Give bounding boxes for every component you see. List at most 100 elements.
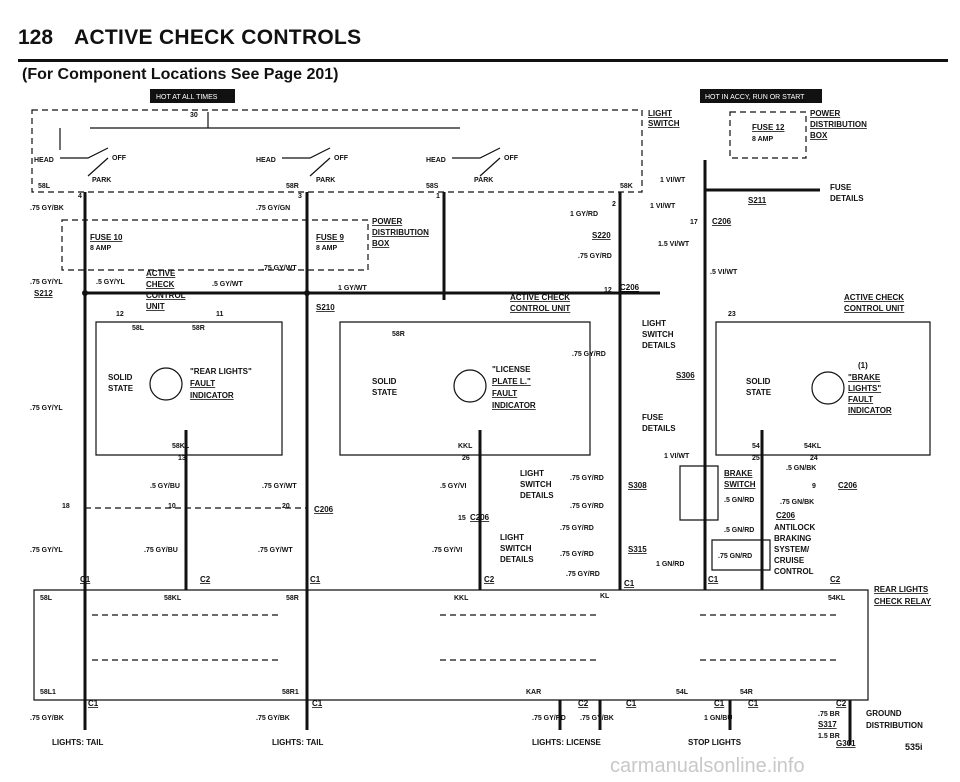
off-label-1: OFF — [112, 155, 127, 162]
ground-dist-2: DISTRIBUTION — [866, 721, 923, 730]
page-header: 128 ACTIVE CHECK CONTROLS (For Component… — [18, 20, 948, 90]
ls-mid-2: SWITCH — [520, 480, 552, 489]
term-12b: 12 — [604, 287, 612, 294]
power-box-2: DISTRIBUTION — [372, 228, 429, 237]
conn-c1-b: C1 — [310, 575, 321, 584]
term-25: 25 — [752, 455, 760, 462]
park-label-3: PARK — [474, 177, 493, 184]
ground-dist-1: GROUND — [866, 709, 902, 718]
wire-label-75gyyl: .75 GY/YL — [30, 279, 63, 286]
relay-internal — [92, 614, 840, 661]
abs-5: CONTROL — [774, 567, 814, 576]
acu-right-box — [715, 321, 931, 456]
term-24: 24 — [810, 455, 818, 462]
wire-label-75gybk: .75 GY/BK — [30, 205, 64, 212]
wire-label-1gyrd: 1 GY/RD — [570, 211, 598, 218]
splice-s220: S220 — [592, 231, 611, 240]
hot-in-accy-label: HOT IN ACCY, RUN OR START — [705, 94, 805, 101]
bottom-license: LIGHTS: LICENSE — [532, 738, 602, 747]
fuse-details-1: FUSE — [830, 183, 852, 192]
term-58s: 58S — [426, 183, 439, 190]
acu-mid-1: ACTIVE CHECK — [510, 293, 570, 302]
brake-3: FAULT — [848, 395, 873, 404]
conn-c2-b: C2 — [484, 575, 495, 584]
relay-58l1: 58L1 — [40, 689, 56, 696]
power-dist-box-right — [729, 111, 807, 159]
acu-mid-solid: SOLID — [372, 377, 397, 386]
acu-left-1: ACTIVE — [146, 269, 176, 278]
footer-watermark: carmanualsonline.info — [610, 755, 805, 777]
conn-c1-h: C1 — [714, 699, 725, 708]
conn-c1-c: C1 — [624, 579, 635, 588]
wire-label-75gybk-3: .75 GY/BK — [256, 715, 290, 722]
license-3: FAULT — [492, 389, 517, 398]
ls-mid2-1: LIGHT — [500, 533, 524, 542]
term-1: 1 — [436, 193, 440, 200]
header-rule — [18, 59, 948, 62]
wire-label-75gyrd-2: .75 GY/RD — [578, 253, 612, 260]
splice-s212: S212 — [34, 289, 53, 298]
wire-label-75br: .75 BR — [818, 711, 840, 718]
acu-left-58l: 58L — [132, 325, 145, 332]
wire-label-75gnbk: .75 GN/BK — [780, 499, 814, 506]
ls-mid2-2: SWITCH — [500, 544, 532, 553]
abs-box — [711, 539, 771, 571]
brake-2: LIGHTS" — [848, 384, 881, 393]
relay-58l: 58L — [40, 595, 53, 602]
wire-label-5gnrd: .5 GN/RD — [724, 497, 754, 504]
relay-54l: 54L — [676, 689, 689, 696]
relay-kkl: KKL — [454, 595, 469, 602]
conn-c206-3: C206 — [314, 505, 334, 514]
wire-label-75gyrd-3: .75 GY/RD — [570, 475, 604, 482]
conn-c2-c: C2 — [830, 575, 841, 584]
head-label-3: HEAD — [426, 157, 446, 164]
wire-label-5gnbk: .5 GN/BK — [786, 465, 816, 472]
abs-2: BRAKING — [774, 534, 811, 543]
brake-num: (1) — [858, 361, 868, 370]
term-4: 4 — [78, 193, 82, 200]
wire-label-75gyrd-8: .75 GY/RD — [532, 715, 566, 722]
acu-right-1: ACTIVE CHECK — [844, 293, 904, 302]
acu-right-state: STATE — [746, 388, 772, 397]
wire-label-5gywt: .5 GY/WT — [212, 281, 243, 288]
license-indicator-icon — [453, 369, 487, 403]
acu-mid-box — [339, 321, 591, 456]
acu-left-solid: SOLID — [108, 373, 133, 382]
wire-label-1viwt-3: 1 VI/WT — [664, 453, 690, 460]
wire-label-75gyvi: .75 GY/VI — [432, 547, 462, 554]
splice-s315: S315 — [628, 545, 647, 554]
acu-left-2: CHECK — [146, 280, 175, 289]
park-label-1: PARK — [92, 177, 111, 184]
wire-label-75gybu: .75 GY/BU — [144, 547, 178, 554]
term-20: 20 — [282, 503, 290, 510]
term-58r: 58R — [286, 183, 299, 190]
rear-lights-indicator-icon — [149, 367, 183, 401]
off-label-3: OFF — [504, 155, 519, 162]
ls-mid2-3: DETAILS — [500, 555, 534, 564]
conn-c206-5: C206 — [838, 481, 858, 490]
hot-at-all-times-badge — [150, 89, 235, 103]
splice-s210: S210 — [316, 303, 335, 312]
acu-left-state: STATE — [108, 384, 134, 393]
power-box-r2: DISTRIBUTION — [810, 120, 867, 129]
ls-mid-3: DETAILS — [520, 491, 554, 500]
abs-3: SYSTEM/ — [774, 545, 810, 554]
wire-label-1gnrd: 1 GN/RD — [656, 561, 684, 568]
ls-mid-1: LIGHT — [520, 469, 544, 478]
relay-54kl: 54KL — [828, 595, 846, 602]
splice-s308: S308 — [628, 481, 647, 490]
bottom-tail-1: LIGHTS: TAIL — [52, 738, 104, 747]
term-9: 9 — [812, 483, 816, 490]
term-58l: 58L — [38, 183, 51, 190]
power-box-3: BOX — [372, 239, 390, 248]
wire-label-1gywt: 1 GY/WT — [338, 285, 368, 292]
term-13: 13 — [178, 455, 186, 462]
acu-left-box — [95, 321, 283, 456]
acu-left-58kl: 58KL — [172, 443, 190, 450]
acu-mid-state: STATE — [372, 388, 398, 397]
acu-mid-2: CONTROL UNIT — [510, 304, 570, 313]
page-subtitle: (For Component Locations See Page 201) — [22, 66, 339, 83]
fuse-details-b1: FUSE — [642, 413, 664, 422]
brake-switch-2: SWITCH — [724, 480, 756, 489]
power-box-1: POWER — [372, 217, 402, 226]
